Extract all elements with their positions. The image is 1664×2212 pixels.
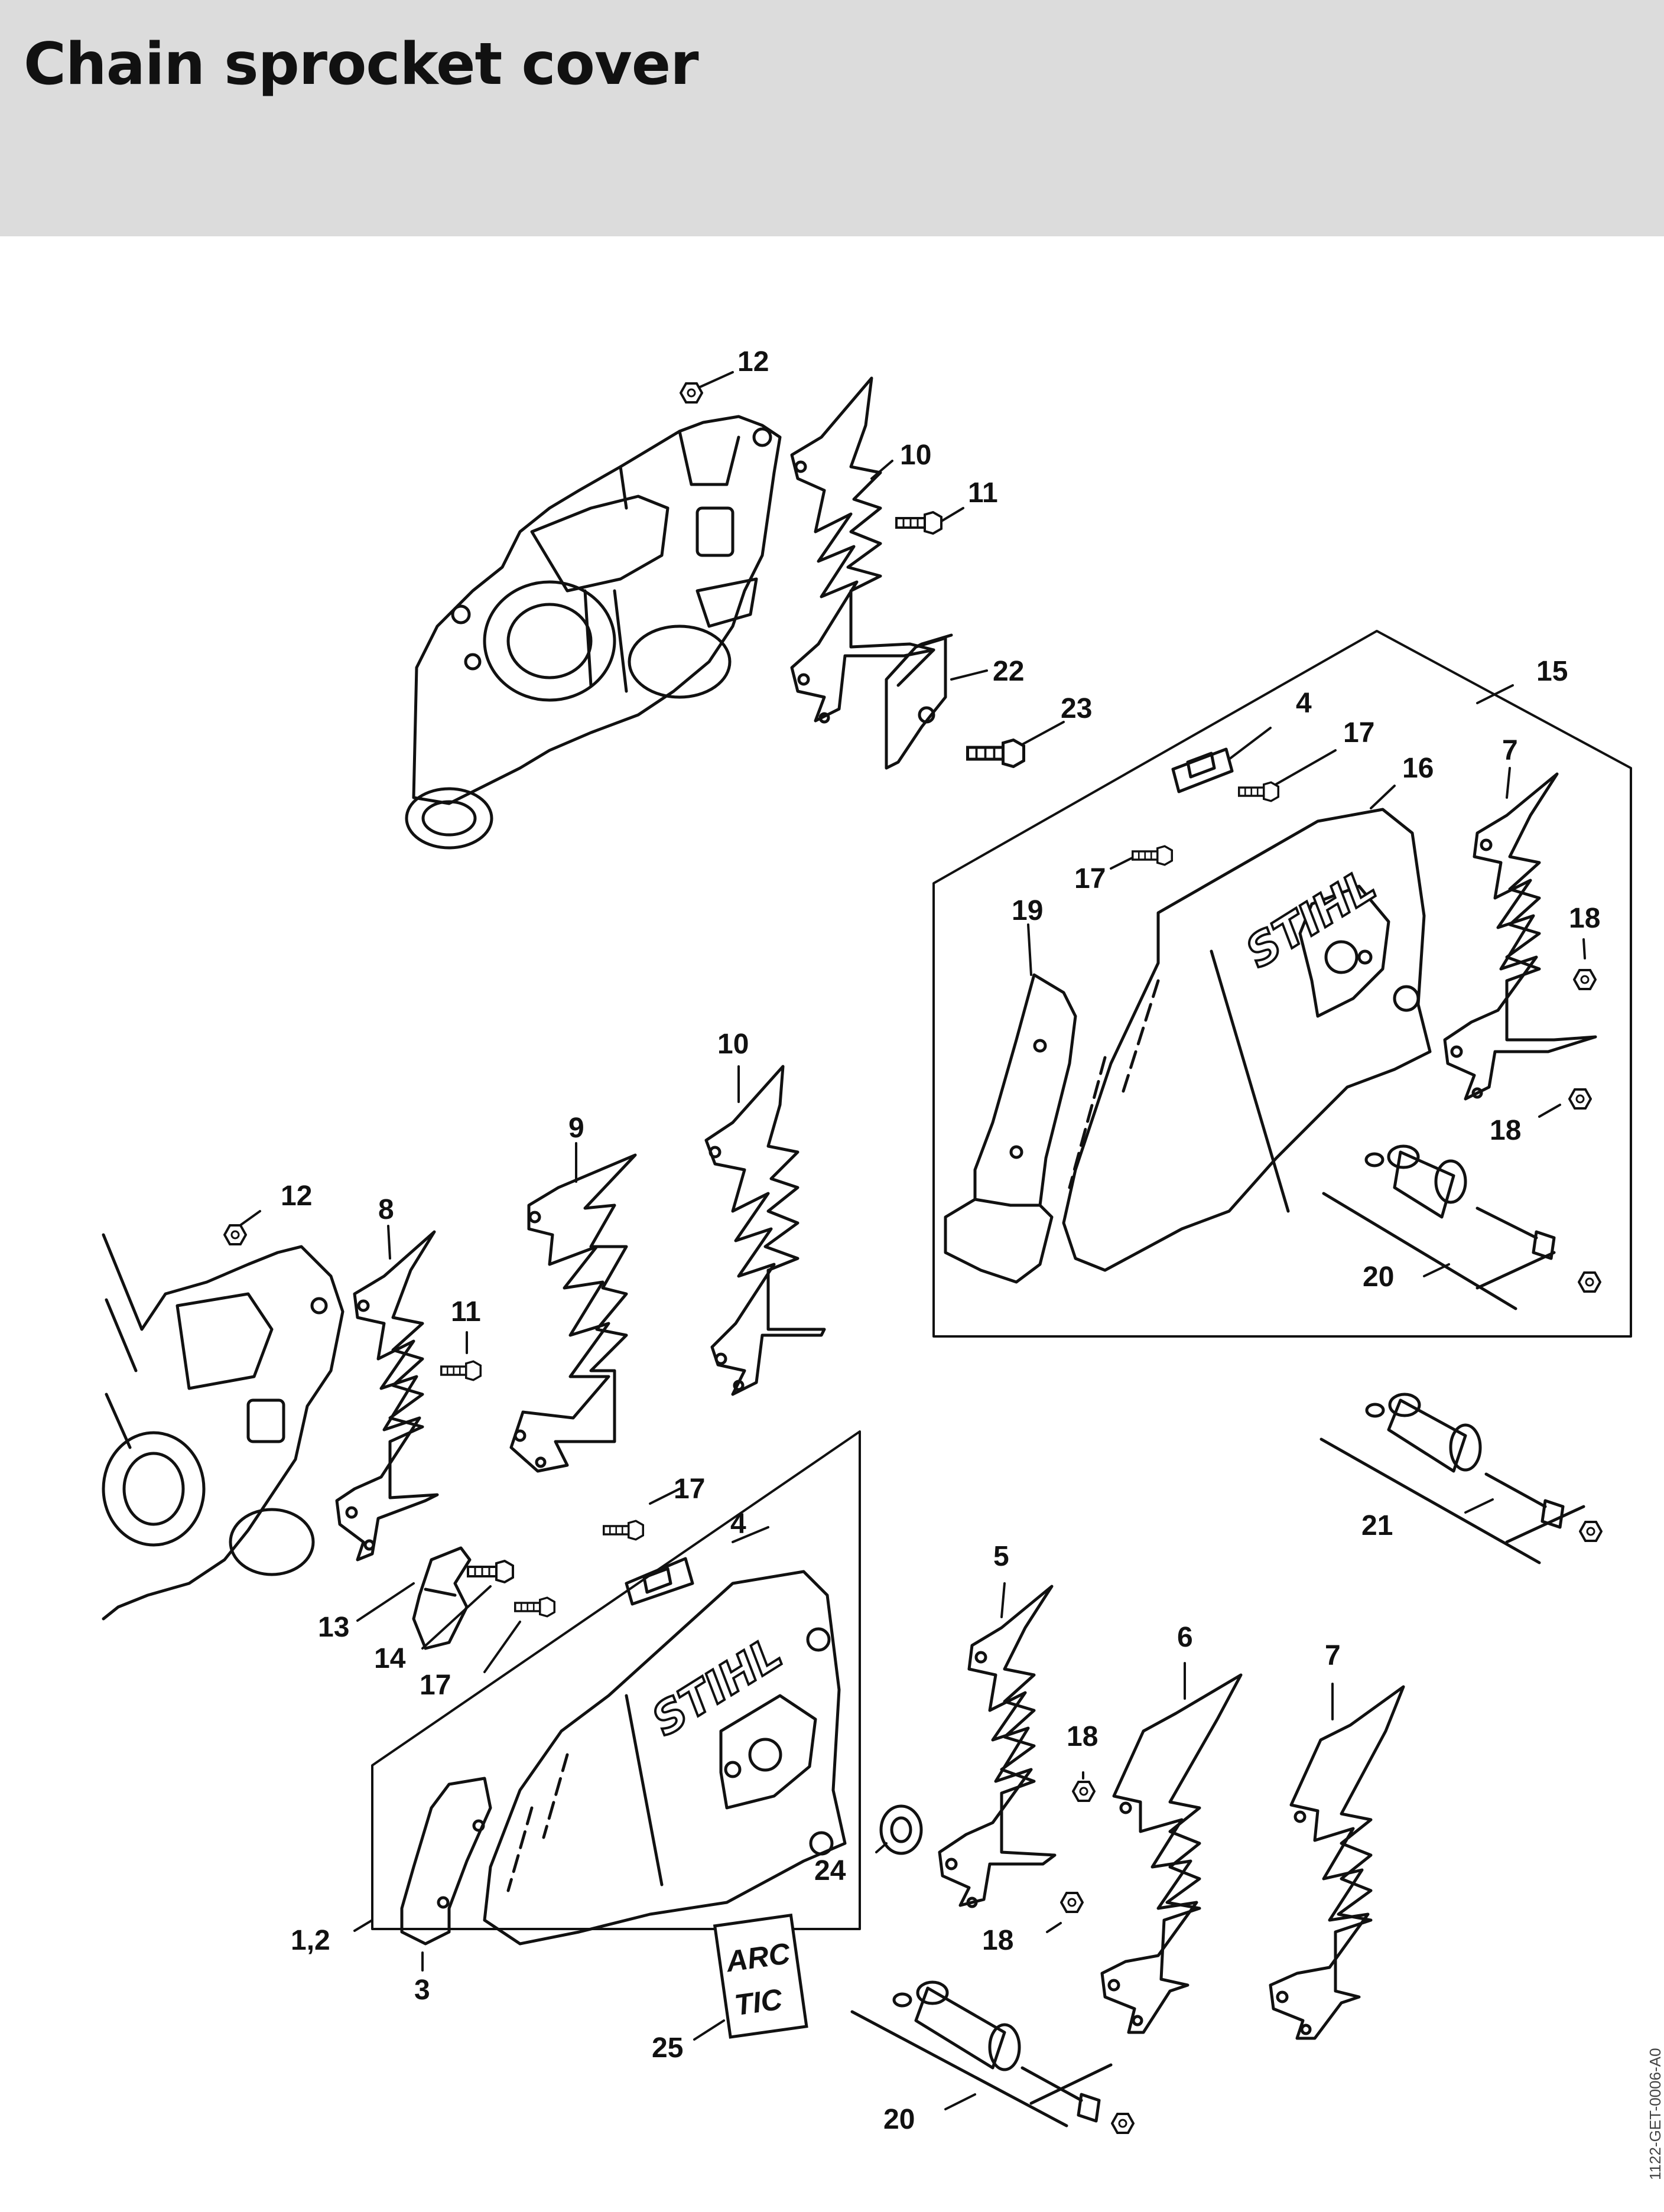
spacer-assembly-20-lower <box>850 1980 1113 2128</box>
screw-23 <box>968 740 1024 767</box>
callout-17: 17 <box>420 1670 451 1701</box>
sprocket-cover-1-2 <box>483 1570 847 1946</box>
spike-bar-9 <box>509 1153 637 1473</box>
page-title: Chain sprocket cover <box>24 31 699 98</box>
callout-10: 10 <box>717 1029 749 1060</box>
nut-18-lower-2 <box>1060 1892 1084 1913</box>
spike-bar-7-lower <box>1269 1685 1405 2040</box>
header-band: Chain sprocket cover <box>0 0 1664 236</box>
screw-11-lower <box>440 1360 482 1381</box>
callout-13: 13 <box>318 1612 349 1643</box>
screw-17-lower-1 <box>603 1520 644 1541</box>
nut-12-lower <box>223 1224 247 1245</box>
spike-bar-7-upper <box>1443 772 1597 1101</box>
callout-20: 20 <box>883 2104 915 2135</box>
part-4-slider-upper <box>1171 747 1234 793</box>
nut-18-upper-2 <box>1568 1088 1592 1110</box>
callout-12: 12 <box>737 346 769 378</box>
kit-box-1-2 <box>371 1430 861 1930</box>
screw-17-lower-2 <box>514 1596 555 1618</box>
callout-17: 17 <box>674 1473 705 1505</box>
callout-5: 5 <box>993 1541 1009 1572</box>
nut-21-end <box>1579 1521 1603 1542</box>
nut-20-upper-end <box>1578 1271 1601 1293</box>
spike-bar-8 <box>335 1230 439 1562</box>
nut-18-upper-1 <box>1573 969 1597 990</box>
guide-strip-3 <box>400 1777 492 1946</box>
spike-bar-10-lower <box>704 1065 826 1396</box>
callout-18: 18 <box>1067 1721 1098 1752</box>
callout-9: 9 <box>568 1112 584 1144</box>
crankcase-upper <box>405 415 782 850</box>
spacer-assembly-21 <box>1320 1393 1585 1564</box>
callout-22: 22 <box>993 656 1024 687</box>
nut-12-upper <box>680 382 703 404</box>
callout-23: 23 <box>1061 693 1092 724</box>
nut-18-lower-1 <box>1072 1781 1096 1802</box>
nut-20-lower-end <box>1111 2113 1135 2134</box>
callout-25: 25 <box>652 2032 683 2064</box>
callout-18: 18 <box>1490 1115 1521 1146</box>
callout-18: 18 <box>1569 903 1600 934</box>
callout-19: 19 <box>1012 895 1043 926</box>
callout-7: 7 <box>1502 735 1518 766</box>
callout-4: 4 <box>1296 688 1312 719</box>
kit-box-15 <box>932 630 1632 1338</box>
spike-bar-6 <box>1100 1673 1243 2034</box>
spike-bar-10-upper <box>790 376 935 724</box>
part-24-nut <box>879 1804 923 1855</box>
callout-10: 10 <box>900 440 931 471</box>
stihl-logo-upper: STIHL <box>1237 860 1384 978</box>
callout-7: 7 <box>1325 1640 1341 1671</box>
callout-15: 15 <box>1536 656 1568 687</box>
callout-11: 11 <box>451 1296 481 1328</box>
callout-20: 20 <box>1363 1261 1394 1293</box>
sticker-line2: TIC <box>733 1982 785 2022</box>
part-4-slider-lower <box>625 1557 694 1606</box>
spacer-assembly-20-upper <box>1322 1144 1556 1310</box>
callout-1-2: 1,2 <box>291 1925 330 1956</box>
screw-17-upper-2 <box>1132 845 1173 866</box>
callout-6: 6 <box>1177 1622 1193 1653</box>
callout-24: 24 <box>814 1855 846 1886</box>
screw-11-upper <box>895 511 942 535</box>
callout-14: 14 <box>374 1643 406 1674</box>
callout-8: 8 <box>378 1194 394 1225</box>
document-code: 1122-GET-0006-A0 <box>1646 2048 1664 2180</box>
callout-labels: 12 10 11 22 23 15 4 17 16 7 17 19 18 18 … <box>281 346 1600 2135</box>
callout-11: 11 <box>968 477 998 509</box>
callout-4: 4 <box>730 1508 746 1540</box>
spike-bar-5 <box>938 1585 1057 1908</box>
callout-17: 17 <box>1074 863 1106 894</box>
callout-16: 16 <box>1402 753 1434 784</box>
callout-12: 12 <box>281 1180 312 1212</box>
part-13-clip <box>412 1546 472 1650</box>
screw-17-upper-1 <box>1238 781 1279 802</box>
part-22-block <box>885 633 953 770</box>
guide-strip-19 <box>944 973 1077 1284</box>
callout-3: 3 <box>414 1974 430 2006</box>
leader-lines <box>238 371 1586 2110</box>
crankcase-lower <box>102 1233 344 1621</box>
callout-18: 18 <box>982 1925 1013 1956</box>
screw-14 <box>467 1560 514 1583</box>
callout-21: 21 <box>1361 1510 1393 1541</box>
sprocket-cover-16 <box>1062 808 1432 1272</box>
callout-17: 17 <box>1343 717 1374 749</box>
sticker-25: ARC TIC <box>713 1913 808 2039</box>
